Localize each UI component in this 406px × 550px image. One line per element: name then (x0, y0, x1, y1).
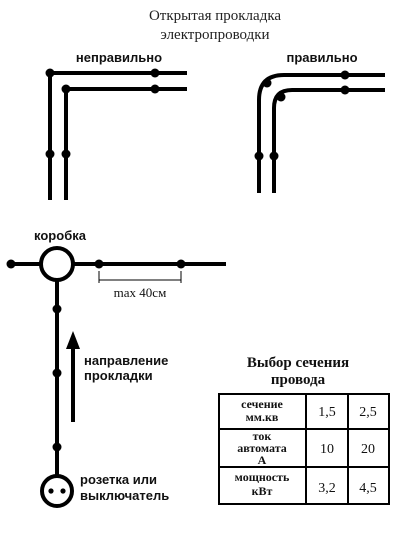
wrong-corner-wiring: неправильно (45, 50, 187, 200)
table-row-label: мощность (235, 470, 290, 484)
table-cell: 1,5 (318, 405, 336, 420)
clip-dot (276, 92, 286, 102)
clip-dot (262, 78, 272, 88)
table-border (218, 393, 390, 505)
clip-dot (340, 85, 350, 95)
table-column-divider (305, 393, 349, 505)
clip-dot (45, 68, 55, 78)
table-row-label: А (258, 453, 267, 467)
clip-dot (176, 259, 186, 269)
clip-dot (254, 151, 264, 161)
clip-dot (52, 368, 62, 378)
title-line-1: Открытая прокладка (149, 8, 281, 24)
table-cell: 3,2 (318, 481, 336, 496)
clip-dot (52, 442, 62, 452)
title-line-2: электропроводки (160, 27, 269, 43)
wrong-label: неправильно (76, 50, 162, 65)
max-distance-label: max 40см (114, 285, 167, 300)
outer-wire (48, 71, 187, 200)
table-heading-2: провода (271, 372, 326, 388)
inner-wire (272, 88, 385, 193)
table-cell: 4,5 (359, 481, 377, 496)
clip-dot (61, 149, 71, 159)
clip-dot (45, 149, 55, 159)
outlet-label-2: выключатель (80, 488, 169, 503)
table-cell: 10 (320, 442, 334, 457)
clip-dot (150, 68, 160, 78)
inner-wire (64, 87, 187, 200)
right-corner-wiring: правильно (254, 50, 385, 193)
table-row-label: автомата (237, 441, 287, 455)
clip-dot (52, 304, 62, 314)
clip-dot (269, 151, 279, 161)
cable-selection-table: Выбор сечения провода сечение мм.кв 1,5 … (218, 355, 390, 505)
right-label: правильно (286, 50, 357, 65)
outlet-icon (40, 474, 74, 508)
junction-box (39, 246, 75, 282)
direction-arrow-head (66, 331, 80, 349)
table-row-label: мм.кв (246, 410, 279, 424)
direction-label-1: направление (84, 353, 168, 368)
clip-dot (6, 259, 16, 269)
clip-dot (94, 259, 104, 269)
outlet-socket-hole (60, 488, 66, 494)
table-row-label: кВт (252, 484, 273, 498)
outlet-socket-hole (48, 488, 54, 494)
table-cell: 20 (361, 442, 375, 457)
table-row-label: сечение (241, 397, 283, 411)
clip-dot (61, 84, 71, 94)
outlet-label-1: розетка или (80, 472, 157, 487)
table-cell: 2,5 (359, 405, 377, 420)
table-heading-1: Выбор сечения (247, 355, 349, 371)
clip-dot (150, 84, 160, 94)
clip-dot (340, 70, 350, 80)
table-row-label: ток (253, 429, 272, 443)
box-label: коробка (34, 228, 87, 243)
direction-label-2: прокладки (84, 368, 153, 383)
junction-box-section: коробка max 40см направление прокладки р… (6, 228, 226, 508)
